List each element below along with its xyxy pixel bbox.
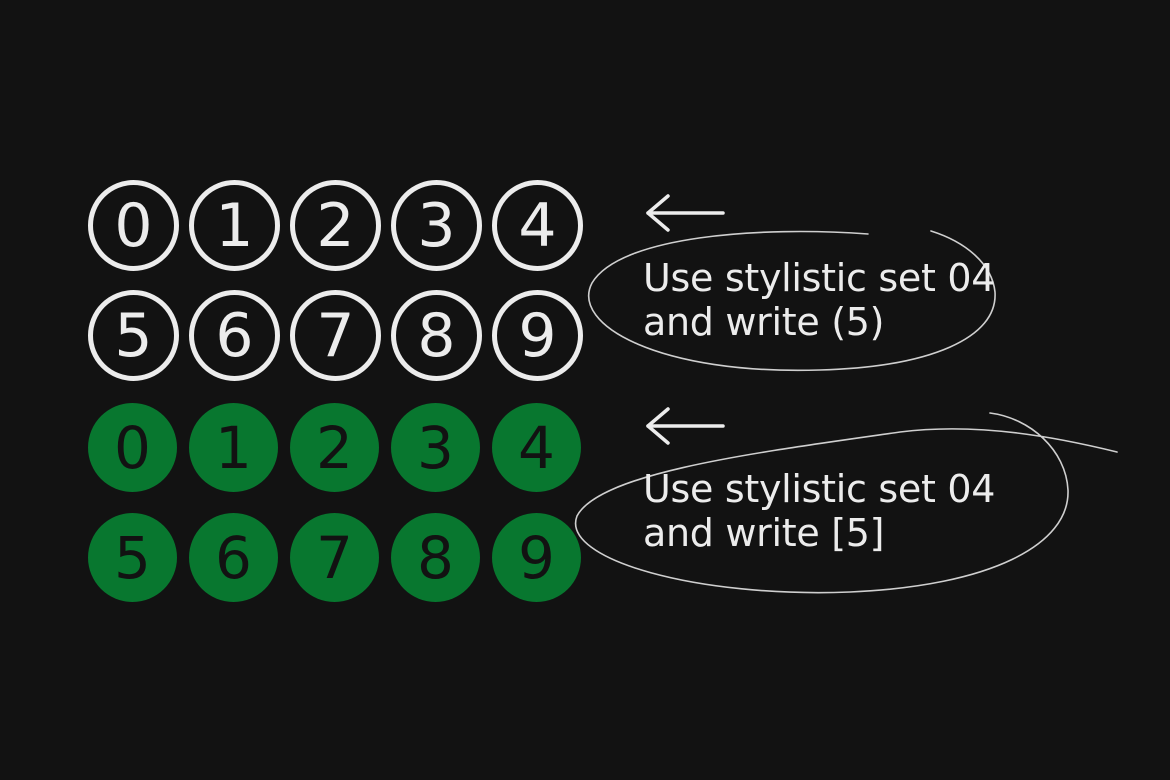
arrow-left-icon [646, 407, 725, 445]
circled-digit-filled: 8 [391, 513, 480, 602]
arrow-left-icon [646, 194, 725, 232]
circled-digit-outline: 7 [290, 290, 381, 381]
circled-digit-outline: 5 [88, 290, 179, 381]
circled-digit-filled: 1 [189, 403, 278, 492]
circled-digits-filled: 0 1 2 3 4 5 6 7 8 9 [88, 403, 583, 602]
note-caption: Use stylistic set 04 and write (5) [643, 256, 995, 344]
circled-digit-outline: 1 [189, 180, 280, 271]
circled-digit-filled: 7 [290, 513, 379, 602]
circled-digit-outline: 6 [189, 290, 280, 381]
circled-digit-outline: 8 [391, 290, 482, 381]
circled-digit-outline: 4 [492, 180, 583, 271]
circled-digit-filled: 9 [492, 513, 581, 602]
circled-digit-outline: 2 [290, 180, 381, 271]
circled-digit-filled: 6 [189, 513, 278, 602]
circled-digits-outline: 0 1 2 3 4 5 6 7 8 9 [88, 180, 583, 381]
circled-digit-filled: 3 [391, 403, 480, 492]
note-line: and write (5) [643, 300, 885, 344]
note-caption: Use stylistic set 04 and write [5] [643, 467, 995, 555]
note-line: Use stylistic set 04 [643, 467, 996, 511]
note-line: Use stylistic set 04 [643, 256, 996, 300]
circled-digit-filled: 5 [88, 513, 177, 602]
circled-digit-outline: 9 [492, 290, 583, 381]
circled-digit-outline: 0 [88, 180, 179, 271]
note-line: and write [5] [643, 511, 885, 555]
circled-digit-filled: 0 [88, 403, 177, 492]
circled-digit-filled: 2 [290, 403, 379, 492]
circled-digit-outline: 3 [391, 180, 482, 271]
circled-digit-filled: 4 [492, 403, 581, 492]
